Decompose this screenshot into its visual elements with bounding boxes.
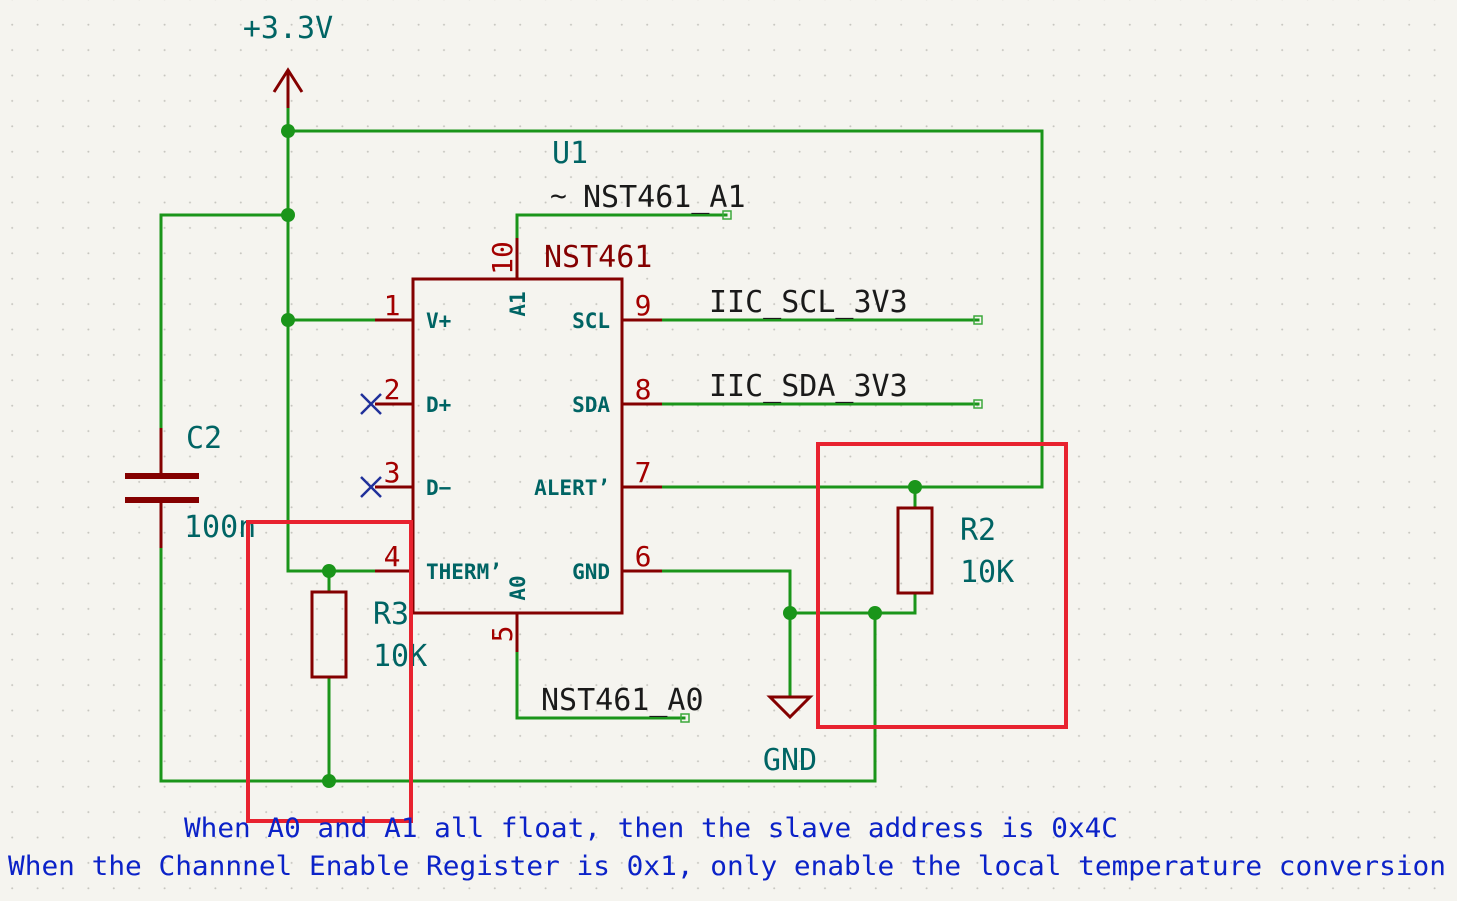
u1-pin2-num: 2: [384, 373, 401, 406]
u1-pin1-num: 1: [384, 289, 401, 322]
gnd-label: GND: [763, 743, 817, 778]
c2-capacitor-symbol[interactable]: C2 100n: [125, 421, 256, 548]
vcc-label: +3.3V: [243, 11, 333, 46]
wire-vcc-to-alert-pullup[interactable]: [286, 129, 1044, 489]
u1-pin9-name: SCL: [572, 309, 610, 333]
junction-dot: [868, 606, 882, 620]
u1-value: NST461: [544, 240, 652, 275]
highlight-box-r3: [246, 520, 413, 823]
u1-pin6-num: 6: [635, 540, 652, 573]
u1-pin1-name: V+: [426, 309, 451, 333]
net-label-a0[interactable]: NST461_A0: [541, 683, 704, 718]
net-label-sda[interactable]: IIC_SDA_3V3: [709, 369, 908, 404]
u1-pin3-name: D−: [426, 476, 451, 500]
wire-vcc-to-c2[interactable]: [159, 213, 290, 430]
junction-dot: [908, 480, 922, 494]
u1-pin10-num: 10: [486, 241, 519, 275]
net-label-a1[interactable]: NST461_A1: [583, 180, 746, 215]
net-flag-a0: [680, 713, 690, 723]
junction-dot: [783, 606, 797, 620]
u1-pin4-name: THERM’: [426, 560, 502, 584]
c2-value: 100n: [184, 510, 256, 545]
u1-pin3-num: 3: [384, 456, 401, 489]
u1-pin9-num: 9: [635, 289, 652, 322]
note-line-1: When A0 and A1 all float, then the slave…: [184, 813, 1118, 844]
u1-pin5-name: A0: [506, 575, 530, 600]
note-line-2: When the Channnel Enable Register is 0x1…: [8, 851, 1446, 882]
gnd-power-symbol[interactable]: GND: [763, 695, 817, 778]
junction-dot: [322, 564, 336, 578]
r2-resistor-symbol[interactable]: R2 10K: [896, 506, 1014, 595]
r2-value: 10K: [960, 555, 1014, 590]
r3-resistor-symbol[interactable]: R3 10K: [310, 590, 427, 679]
u1-pin10-name: A1: [506, 291, 530, 316]
u1-symbol[interactable]: 1 2 3 4 9 8 7 6 10 5 V+ D+ D− THERM’ SCL…: [375, 136, 662, 652]
wires: [159, 98, 1044, 783]
u1-pin7-num: 7: [635, 456, 652, 489]
no-connect-d-minus-icon[interactable]: [360, 476, 382, 498]
wire-a0-net[interactable]: [515, 650, 686, 720]
u1-reference: U1: [552, 136, 588, 171]
junction-dot: [281, 313, 295, 327]
net-flags: [680, 210, 983, 723]
r2-body: [896, 506, 934, 595]
u1-pin6-name: GND: [572, 560, 610, 584]
u1-pin4-num: 4: [384, 540, 401, 573]
net-flag-sda: [973, 399, 983, 409]
u1-pin7-name: ALERT’: [534, 476, 610, 500]
u1-pin5-num: 5: [486, 626, 519, 643]
wire-gnd-return[interactable]: [159, 546, 877, 783]
u1-pin2-name: D+: [426, 393, 451, 417]
junctions: [281, 124, 922, 788]
net-flag-scl: [973, 315, 983, 325]
u1-pin8-num: 8: [635, 373, 652, 406]
r3-value: 10K: [373, 639, 427, 674]
r2-reference: R2: [960, 513, 996, 548]
no-connect-d-plus-icon[interactable]: [360, 393, 382, 415]
junction-dot: [281, 124, 295, 138]
highlight-box-r2: [816, 442, 1068, 729]
net-flag-a1: [722, 210, 732, 220]
junction-dot: [322, 774, 336, 788]
wire-a1-net[interactable]: [515, 213, 728, 240]
junction-dot: [281, 208, 295, 222]
u1-value-marker: ~: [550, 179, 567, 212]
vcc-power-symbol[interactable]: +3.3V: [243, 11, 333, 108]
wire-gnd-pin6[interactable]: [660, 569, 792, 697]
gnd-triangle-icon: [766, 695, 814, 720]
r3-reference: R3: [373, 597, 409, 632]
r3-body: [310, 590, 348, 679]
net-label-scl[interactable]: IIC_SCL_3V3: [709, 285, 908, 320]
u1-pin8-name: SDA: [572, 393, 610, 417]
wire-gnd-to-r2[interactable]: [788, 591, 917, 615]
c2-reference: C2: [186, 421, 222, 456]
